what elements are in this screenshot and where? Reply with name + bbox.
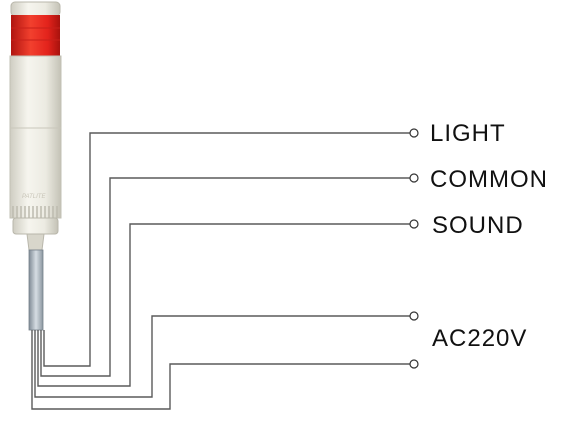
terminals: [409, 128, 419, 369]
tower-base: [12, 217, 59, 235]
terminal-light: [409, 128, 419, 138]
wire-ac-1: [34, 315, 410, 398]
tower-body: [9, 55, 62, 219]
label-common: COMMON: [430, 166, 548, 193]
label-sound: SOUND: [432, 212, 524, 239]
wire-ac-2: [31, 330, 410, 410]
tower-vent: [12, 206, 58, 218]
wire-light: [43, 132, 410, 367]
terminal-ac-1: [409, 311, 419, 321]
label-light: LIGHT: [430, 120, 506, 147]
wire-sound: [37, 223, 410, 387]
label-ac220v: AC220V: [432, 325, 528, 352]
tower-cap: [10, 1, 61, 17]
wire-common: [40, 177, 410, 377]
tower-brand-stamp: PATLITE: [22, 194, 46, 200]
terminal-common: [409, 173, 419, 183]
terminal-ac-2: [409, 359, 419, 369]
terminal-sound: [409, 219, 419, 229]
tower-neck: [26, 233, 45, 251]
wires: [31, 132, 410, 410]
signal-tower: [9, 1, 62, 331]
mounting-pole: [28, 249, 44, 331]
red-lamp: [11, 15, 60, 56]
